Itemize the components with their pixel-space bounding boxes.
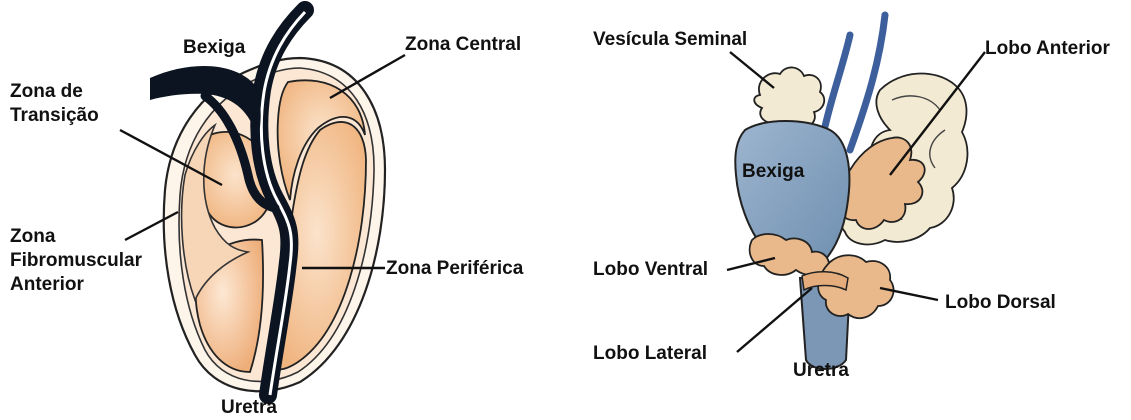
label-zona-fibromuscular-line2: Fibromuscular — [10, 249, 142, 273]
label-vesicula-seminal: Vesícula Seminal — [593, 28, 747, 52]
label-zona-transicao-line1: Zona de — [10, 80, 99, 104]
label-zona-transicao-line2: Transição — [10, 104, 99, 128]
label-right-bexiga: Bexiga — [742, 160, 804, 184]
label-left-uretra: Uretra — [221, 396, 277, 420]
label-lobo-lateral: Lobo Lateral — [593, 342, 707, 366]
label-zona-fibromuscular: Zona Fibromuscular Anterior — [10, 225, 142, 297]
vas-deferens-left — [822, 35, 850, 140]
label-lobo-ventral: Lobo Ventral — [593, 258, 708, 282]
right-prostate-illustration — [735, 15, 967, 369]
vas-deferens-right — [850, 15, 885, 150]
label-zona-fibromuscular-line1: Zona — [10, 225, 142, 249]
label-right-uretra: Uretra — [793, 359, 849, 383]
label-lobo-anterior: Lobo Anterior — [985, 37, 1110, 61]
label-left-bexiga: Bexiga — [183, 36, 245, 60]
left-prostate-illustration — [150, 10, 385, 395]
label-lobo-dorsal: Lobo Dorsal — [945, 291, 1056, 315]
label-zona-central: Zona Central — [405, 33, 521, 57]
label-zona-fibromuscular-line3: Anterior — [10, 273, 142, 297]
lobo-dorsal-region — [818, 255, 893, 318]
label-zona-periferica: Zona Periférica — [386, 257, 523, 281]
label-zona-transicao: Zona de Transição — [10, 80, 99, 128]
